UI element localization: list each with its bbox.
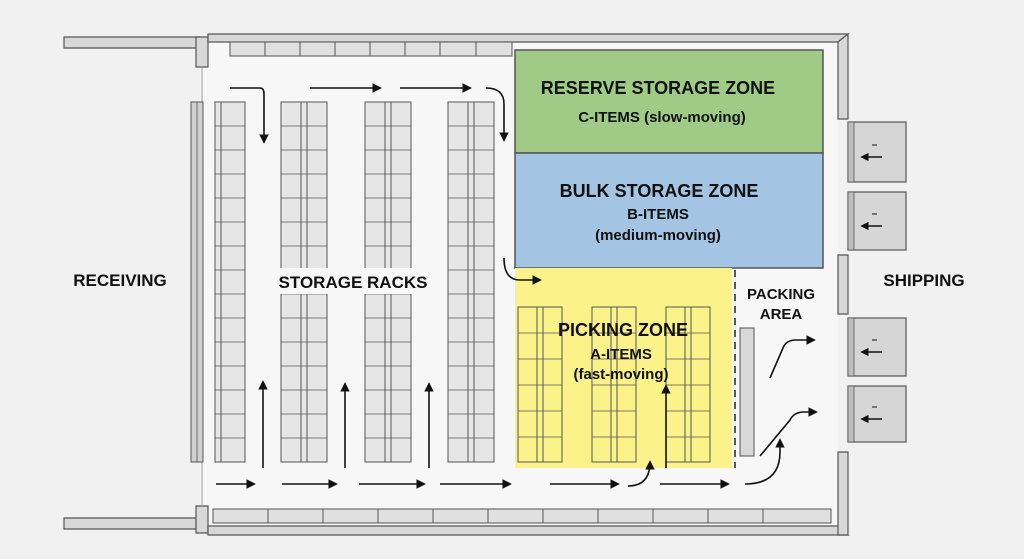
bulk-zone-subtitle-1: B-ITEMS <box>627 206 689 223</box>
building-walls <box>63 32 850 536</box>
flow-arrow <box>230 87 269 144</box>
bulk-storage-zone <box>514 152 824 269</box>
reserve-zone-subtitle: C-ITEMS (slow-moving) <box>578 109 746 126</box>
storage-racks-label: STORAGE RACKS <box>279 273 428 292</box>
dock-door <box>847 317 907 377</box>
picking-rack <box>517 306 563 463</box>
bottom-wall-shelf <box>212 508 832 524</box>
packing-area-label-line1: PACKING <box>747 286 815 303</box>
dock-door <box>847 121 907 183</box>
reserve-zone-title: RESERVE STORAGE ZONE <box>541 78 775 98</box>
dock-door <box>847 191 907 251</box>
bulk-zone-title: BULK STORAGE ZONE <box>560 181 759 201</box>
flow-arrow <box>503 257 542 285</box>
picking-zone-subtitle-2: (fast-moving) <box>574 366 669 383</box>
flow-arrow <box>759 407 818 457</box>
flow-arrows <box>216 83 818 489</box>
picking-zone-subtitle-1: A-ITEMS <box>590 346 652 363</box>
storage-rack <box>214 101 246 463</box>
packing-table <box>739 327 755 457</box>
picking-rack <box>591 306 637 463</box>
top-wall-shelf <box>229 41 513 57</box>
picking-zone-title: PICKING ZONE <box>558 320 688 340</box>
flow-arrow <box>769 335 816 379</box>
bulk-zone-subtitle-2: (medium-moving) <box>595 227 721 244</box>
picking-zone-step <box>515 268 732 283</box>
storage-rack <box>447 101 495 463</box>
picking-racks <box>517 306 711 463</box>
shipping-label: SHIPPING <box>883 271 964 290</box>
flow-arrow <box>485 87 509 142</box>
shipping-docks <box>847 121 907 443</box>
flow-arrow <box>744 438 785 485</box>
receiving-side-rack <box>190 101 204 463</box>
reserve-storage-zone <box>514 49 824 154</box>
receiving-label: RECEIVING <box>73 271 167 290</box>
packing-area-label-line2: AREA <box>760 306 803 323</box>
flow-arrow <box>627 460 655 487</box>
dock-door <box>847 385 907 443</box>
